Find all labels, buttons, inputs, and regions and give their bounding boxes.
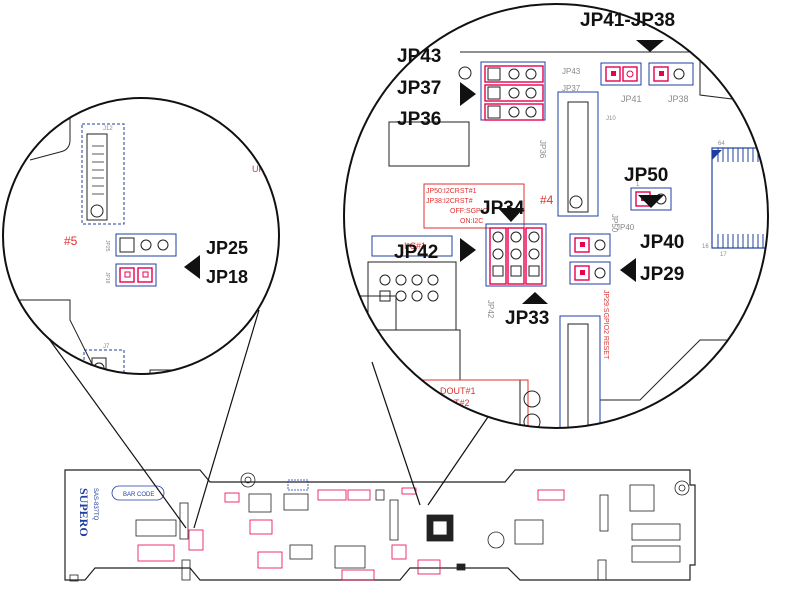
j12-label: J12 [103, 126, 113, 132]
jp43-small-label: JP43 [562, 67, 581, 76]
jp50-arrow-icon [638, 195, 664, 208]
jp40-jumper [569, 233, 611, 257]
barcode-box [111, 485, 165, 501]
j12-connector [86, 133, 108, 221]
left-arrow-icon [184, 255, 200, 279]
brand-text: SUPERO [77, 488, 91, 537]
jp43-label: JP43 [397, 46, 441, 67]
left-callout-line-1 [27, 309, 187, 529]
section-4-label: #4 [540, 193, 554, 207]
jp34-label: JP34 [480, 198, 525, 219]
jp37-small-label: JP37 [562, 84, 581, 93]
j10-label: J10 [606, 116, 616, 122]
jp41-jp38-label: JP41-JP38 [580, 10, 675, 31]
pin-17-label: 17 [720, 252, 727, 258]
jp25-callout-label: JP25 [206, 238, 248, 258]
jp34-arrow-icon [498, 208, 524, 222]
jp29-jumper [569, 261, 611, 285]
right-callout-line-2 [427, 413, 491, 506]
jp50-label: JP50 [624, 165, 668, 186]
jp18-small-label: JP18 [104, 272, 110, 284]
jp29-label: JP29 [640, 264, 684, 285]
jp38-small-label: JP38 [668, 94, 689, 104]
jp36-vertical-label: JP36 [538, 140, 547, 159]
jp18-callout-label: JP18 [206, 267, 248, 287]
jp25-small-label: JP25 [104, 240, 110, 252]
jp36-label: JP36 [397, 109, 441, 130]
right-callout-labels: JP41-JP38 JP43 JP37 JP36 JP50 JP34 JP42 … [394, 10, 684, 329]
jp18-jumper [115, 263, 157, 287]
j7-label: J7 [103, 344, 110, 350]
right-magnifier: JP43 JP37 J10 JP36 JP41 JP [343, 3, 769, 429]
i2c-label: I²C#1 [404, 241, 426, 251]
jp37-arrow-icon [460, 82, 476, 106]
jp41-small-label: JP41 [621, 94, 642, 104]
jp43-jp37-jp36-headers [480, 61, 546, 121]
callout-lines [27, 309, 491, 529]
pin-16-label: 16 [702, 244, 709, 250]
jp40-small-label: JP40 [616, 223, 635, 232]
jp42-label: JP42 [394, 242, 438, 263]
jp33-label: JP33 [505, 308, 549, 329]
jp34-jp42-jp33-headers [485, 223, 547, 287]
jp40-jp29-arrow-icon [620, 258, 636, 282]
board-components [69, 472, 690, 582]
jp29-reset-label: JP29:SGPIO2 RESET [602, 290, 609, 360]
jp50-pin1-label: 1 [636, 182, 640, 188]
j12-outline [81, 123, 125, 225]
left-magnifier: J12 UPGRAD #5 JP25 JP18 [2, 97, 291, 375]
pin-64-label: 64 [718, 141, 725, 147]
jp41-jp38-arrow-icon [636, 40, 664, 52]
jp33-arrow-icon [522, 292, 548, 304]
jp40-label: JP40 [640, 232, 684, 253]
right-callout-line-1 [371, 361, 421, 506]
backplane-board: SUPERO SAS-837TQ BAR CODE [64, 469, 696, 582]
left-circle-border [2, 97, 280, 375]
jp42-arrow-icon [460, 238, 476, 262]
note-line-4: ON:I2C [460, 218, 483, 225]
brand-logo: SUPERO SAS-837TQ [77, 488, 98, 537]
left-circle-bg [3, 98, 279, 374]
right-circle-border [343, 3, 769, 429]
jp25-jumper [115, 233, 177, 257]
upgrade-header [251, 133, 279, 155]
jp41-jumper [600, 62, 642, 86]
note-line-3: OFF:SGPIO [450, 208, 489, 215]
section-5-label: #5 [64, 234, 78, 248]
jp37-label: JP37 [397, 78, 441, 99]
jp42-vertical-label: JP42 [486, 300, 495, 319]
note-line-1: JP50:I2CRST#1 [426, 188, 477, 195]
model-text: SAS-837TQ [92, 488, 98, 521]
note-line-2: JP38:I2CRST# [426, 198, 473, 205]
dout1-label: DOUT#1 [440, 386, 476, 396]
right-circle-bg [344, 4, 768, 428]
jp50-vertical-label: JP50 [610, 214, 619, 233]
barcode-text: BAR CODE [123, 492, 154, 498]
note-box [423, 183, 525, 229]
jp38-jumper [648, 62, 694, 86]
left-callout-line-2 [193, 309, 260, 529]
dout2-label: T#2 [454, 398, 470, 408]
upgrade-label: UPGRAD [252, 164, 291, 174]
